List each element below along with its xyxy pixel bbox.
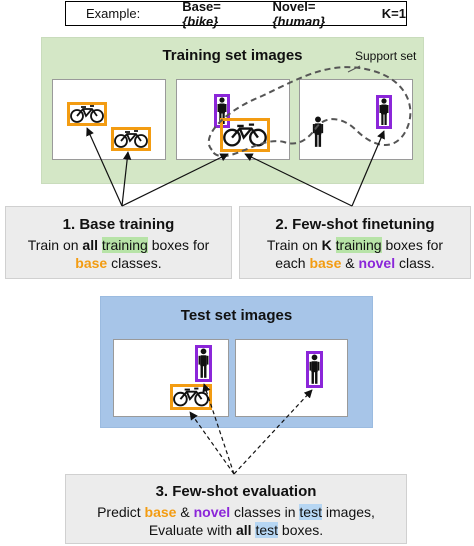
example-bar: Example: Base={bike} Novel={human} K=1 [65,0,407,29]
bike-icon [223,121,267,149]
bike-box-base-1 [67,102,107,126]
bike-box-base-2 [111,127,151,151]
fewshot-finetuning-callout: 2. Few-shot finetuning Train on K traini… [239,206,471,279]
bike-box-base-3 [220,118,270,152]
example-prefix: Example: [86,6,141,21]
fewshot-evaluation-callout: 3. Few-shot evaluation Predict base & no… [65,474,407,544]
example-k: K=1 [381,6,406,21]
person-box-support [376,95,392,129]
fewshot-evaluation-line2: Evaluate with all test boxes. [148,522,324,538]
person-unlabeled [311,116,325,148]
test-panel-title: Test set images [180,307,293,324]
fewshot-evaluation-heading: 3. Few-shot evaluation [155,483,317,500]
bike-icon [114,130,148,148]
test-image-2 [235,339,348,417]
person-icon [309,354,320,385]
bike-icon [173,387,209,407]
base-training-line1: Train on all training boxes for [27,237,210,253]
fewshot-finetuning-line2: each base & novel class. [275,255,435,271]
bike-box-test [170,384,212,410]
training-panel-title: Training set images [162,47,303,64]
person-icon [311,116,325,148]
person-box-test-2 [306,351,323,388]
support-set-label: Support set [355,49,417,63]
base-training-callout: 1. Base training Train on all training b… [5,206,232,279]
fewshot-finetuning-heading: 2. Few-shot finetuning [275,216,435,233]
bike-icon [70,105,104,123]
example-base: Base={bike} [182,0,221,29]
fewshot-evaluation-line1: Predict base & novel classes in test ima… [97,504,375,520]
example-novel: Novel={human} [272,0,326,29]
person-icon [198,348,209,379]
person-icon [379,98,389,126]
base-training-line2: base classes. [75,255,162,271]
base-training-heading: 1. Base training [62,216,175,233]
fewshot-finetuning-line1: Train on K training boxes for [266,237,444,253]
person-box-test-1 [195,345,212,382]
